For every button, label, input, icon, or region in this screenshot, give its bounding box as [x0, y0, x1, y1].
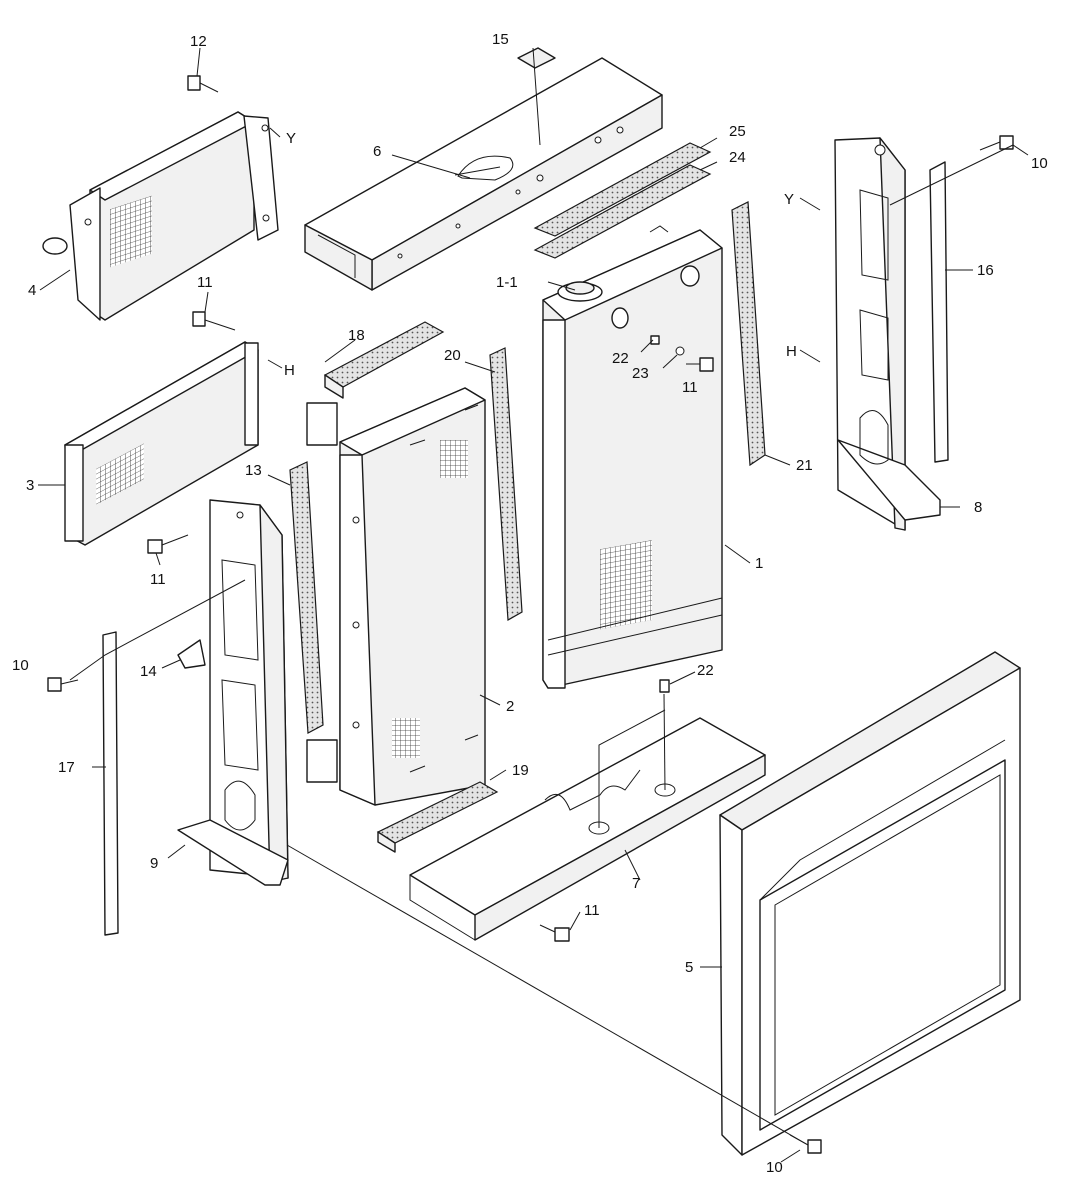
part-4-intercooler	[42, 111, 279, 321]
part-25-foam-pad	[533, 142, 712, 237]
part-8-right-bracket	[834, 137, 941, 531]
part-6-top-cover	[304, 57, 663, 291]
callout-y-right: Y	[784, 191, 794, 208]
callout-22-upper: 22	[612, 350, 629, 367]
part-16-right-strip	[929, 161, 949, 463]
bolt-11-upper-left	[192, 311, 236, 331]
callout-10-top-right: 10	[1031, 155, 1048, 172]
callout-9: 9	[150, 855, 158, 872]
callout-labels: 12 Y 4 11 H 3 11 6 15 25 24 1-1 22 23 11…	[12, 31, 1048, 1176]
callout-8: 8	[974, 499, 982, 516]
callout-1: 1	[755, 555, 763, 572]
callout-6: 6	[373, 143, 381, 160]
bracket-14	[177, 639, 206, 669]
part-19-foam-block	[376, 781, 499, 853]
bolt-10-left	[47, 677, 79, 692]
callout-16: 16	[977, 262, 994, 279]
callout-1-1: 1-1	[496, 274, 518, 291]
callout-h-left: H	[284, 362, 295, 379]
bolt-11-bottom	[539, 924, 570, 942]
callout-23: 23	[632, 365, 649, 382]
part-15-label-plate	[517, 47, 556, 69]
callout-11-bottom: 11	[584, 902, 600, 919]
part-3-cooler	[64, 341, 259, 546]
part-20-side-pad	[489, 347, 523, 621]
bolt-11-right	[686, 357, 714, 372]
callout-20: 20	[444, 347, 461, 364]
callout-21: 21	[796, 457, 813, 474]
callout-4: 4	[28, 282, 36, 299]
bolt-11-mid-left	[147, 534, 189, 554]
callout-22-lower: 22	[697, 662, 714, 679]
callout-19: 19	[512, 762, 529, 779]
bolt-12	[187, 75, 219, 93]
callout-17: 17	[58, 759, 75, 776]
callout-y-upper-left: Y	[286, 130, 296, 147]
part-13-side-pad	[289, 461, 324, 734]
callout-18: 18	[348, 327, 365, 344]
callout-11-upper-left: 11	[197, 274, 213, 291]
callout-10-bottom: 10	[766, 1159, 783, 1176]
part-21-side-pad	[731, 201, 766, 467]
callout-5: 5	[685, 959, 693, 976]
callout-24: 24	[729, 149, 746, 166]
callout-7: 7	[632, 875, 640, 892]
callout-11-right: 11	[682, 379, 698, 396]
leader-lines	[38, 47, 1029, 1163]
bolt-10-top-right	[979, 135, 1014, 151]
callout-14: 14	[140, 663, 157, 680]
part-2-oil-cooler	[306, 387, 486, 806]
part-18-foam-block	[323, 321, 445, 399]
washer-23	[675, 346, 685, 356]
callout-25: 25	[729, 123, 746, 140]
callout-12: 12	[190, 33, 207, 50]
part-9-left-bracket	[177, 499, 289, 886]
callout-3: 3	[26, 477, 34, 494]
plug-22-lower	[659, 679, 670, 693]
part-24-foam-pad	[533, 164, 712, 259]
callout-2: 2	[506, 698, 514, 715]
part-17-left-strip	[102, 631, 119, 936]
callout-h-right: H	[786, 343, 797, 360]
plug-22-upper	[650, 335, 660, 345]
callout-13: 13	[245, 462, 262, 479]
part-7-lower-support	[409, 717, 766, 941]
callout-15: 15	[492, 31, 509, 48]
callout-11-mid-left: 11	[150, 571, 166, 588]
part-1-radiator	[542, 225, 723, 689]
callout-10-left: 10	[12, 657, 29, 674]
part-5-frame	[719, 651, 1021, 1156]
